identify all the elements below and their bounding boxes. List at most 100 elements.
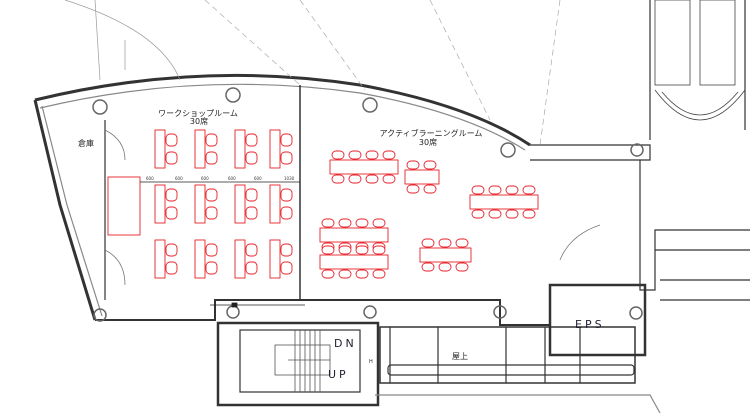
chair xyxy=(280,188,293,202)
chair xyxy=(423,160,437,170)
chair xyxy=(280,206,293,220)
table-group xyxy=(419,247,472,263)
chair xyxy=(165,151,178,165)
workshop-room-seats: 30席 xyxy=(189,117,209,126)
stairs-up-label: UP xyxy=(328,368,349,381)
desk xyxy=(194,129,206,169)
desk xyxy=(234,129,246,169)
chair xyxy=(280,261,293,275)
chair xyxy=(471,185,485,195)
chair xyxy=(280,151,293,165)
table-group xyxy=(329,159,399,175)
chair xyxy=(205,133,218,147)
chair xyxy=(365,150,379,160)
chair xyxy=(455,262,469,272)
storage-cart xyxy=(107,176,141,236)
chair xyxy=(505,209,519,219)
table-group xyxy=(319,227,389,243)
chair xyxy=(338,245,352,255)
chair xyxy=(245,206,258,220)
chair xyxy=(321,218,335,228)
dimension-3: 600 xyxy=(201,176,209,181)
chair xyxy=(245,151,258,165)
desk xyxy=(194,239,206,279)
chair xyxy=(522,185,536,195)
desk xyxy=(234,184,246,224)
chair xyxy=(165,188,178,202)
chair xyxy=(372,269,386,279)
chair xyxy=(165,133,178,147)
chair xyxy=(165,261,178,275)
desk xyxy=(269,239,281,279)
chair xyxy=(348,174,362,184)
desk xyxy=(234,239,246,279)
desk xyxy=(154,184,166,224)
chair xyxy=(406,184,420,194)
dimension-5: 600 xyxy=(254,176,262,181)
rooftop-label: 屋上 xyxy=(452,352,468,361)
chair xyxy=(280,243,293,257)
chair xyxy=(382,150,396,160)
chair xyxy=(455,238,469,248)
chair xyxy=(321,269,335,279)
active-learning-room-label: アクティブラーニングルーム xyxy=(379,129,483,138)
table-group xyxy=(404,169,440,185)
chair xyxy=(331,150,345,160)
chair xyxy=(505,185,519,195)
chair xyxy=(488,185,502,195)
chair xyxy=(205,206,218,220)
chair xyxy=(205,261,218,275)
chair xyxy=(355,218,369,228)
dimension-line xyxy=(140,181,305,308)
chair xyxy=(245,261,258,275)
chair xyxy=(165,206,178,220)
stairs-down-label: DN xyxy=(334,337,357,350)
desk xyxy=(269,184,281,224)
chair xyxy=(321,245,335,255)
chair xyxy=(245,188,258,202)
desk xyxy=(194,184,206,224)
chair xyxy=(365,174,379,184)
chair xyxy=(338,218,352,228)
chair xyxy=(355,269,369,279)
chair xyxy=(522,209,536,219)
storage-label: 倉庫 xyxy=(78,139,94,148)
chair xyxy=(438,238,452,248)
chair xyxy=(355,245,369,255)
chair xyxy=(245,243,258,257)
desk xyxy=(154,129,166,169)
chair xyxy=(331,174,345,184)
desk xyxy=(269,129,281,169)
table-group xyxy=(469,194,539,210)
active-learning-room-seats: 30席 xyxy=(418,138,438,147)
walls xyxy=(33,0,750,413)
chair xyxy=(205,188,218,202)
chair xyxy=(421,238,435,248)
dimension-2: 600 xyxy=(175,176,183,181)
chair xyxy=(205,243,218,257)
chair xyxy=(348,150,362,160)
chair xyxy=(338,269,352,279)
hydrant-mark: H xyxy=(369,359,373,365)
dimension-6: 1030 xyxy=(284,176,295,181)
chair xyxy=(382,174,396,184)
table-group xyxy=(319,254,389,270)
chair xyxy=(406,160,420,170)
chair xyxy=(205,151,218,165)
dimension-1: 600 xyxy=(146,176,154,181)
chair xyxy=(245,133,258,147)
chair xyxy=(438,262,452,272)
chair xyxy=(423,184,437,194)
dimension-4: 600 xyxy=(228,176,236,181)
desk xyxy=(154,239,166,279)
chair xyxy=(488,209,502,219)
furniture xyxy=(107,129,539,279)
chair xyxy=(165,243,178,257)
workshop-room-label: ワークショップルーム xyxy=(158,109,238,118)
chair xyxy=(372,218,386,228)
chair xyxy=(372,245,386,255)
chair xyxy=(280,133,293,147)
eps-label: EPS xyxy=(575,318,605,331)
